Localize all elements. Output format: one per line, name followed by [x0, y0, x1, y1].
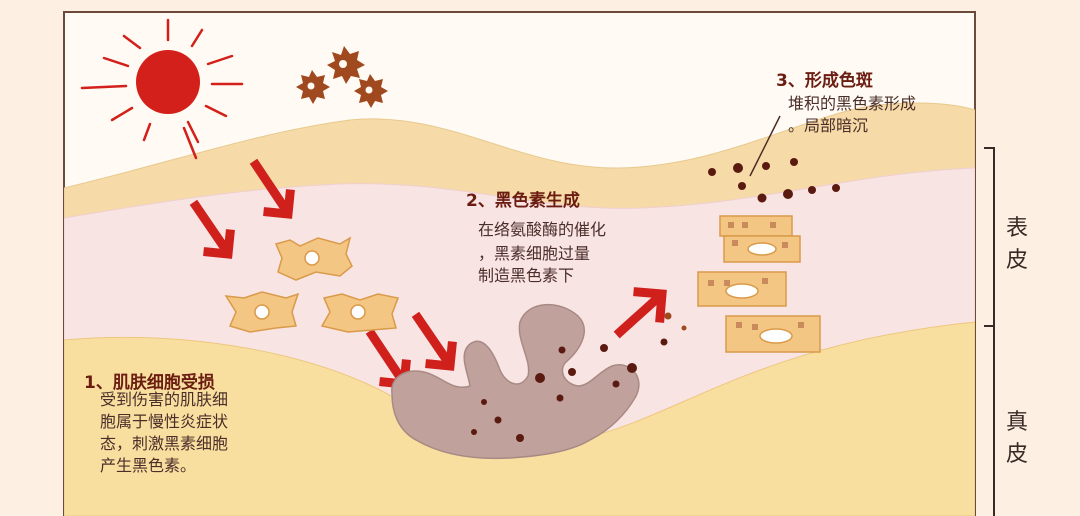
sun-icon — [80, 18, 244, 160]
melanin-dot-icon — [471, 158, 840, 442]
step-2-title: 2、黑色素生成 — [466, 191, 580, 211]
step-2-line-2: ，黑素细胞过量 — [478, 244, 591, 263]
step-1-line-3: 态，刺激黑素细胞 — [100, 434, 229, 453]
step-1-title: 1、肌肤细胞受损 — [84, 373, 215, 393]
step-1-line-1: 受到伤害的肌肤细 — [100, 390, 229, 409]
callout-line — [749, 115, 781, 177]
step-1-line-2: 胞属于慢性炎症状 — [100, 412, 229, 431]
epidermis-label-char-2: 皮 — [1005, 248, 1028, 273]
dermis-label-char-2: 皮 — [1005, 442, 1028, 467]
bracket-icon — [984, 147, 995, 516]
uv-particle-icon — [296, 46, 388, 108]
step-3-line-2: 。局部暗沉 — [788, 116, 869, 135]
step-2-line-3: 制造黑色素下 — [478, 266, 575, 285]
step-1-line-4: 产生黑色素。 — [100, 456, 197, 475]
step-3-title: 3、形成色斑 — [776, 71, 873, 91]
skin-cell-icon — [224, 236, 400, 333]
melanocyte-icon — [391, 303, 640, 460]
step-3-line-1: 堆积的黑色素形成 — [788, 94, 917, 113]
dermis-label-char-1: 真 — [1005, 410, 1028, 435]
pigmented-cell-stack — [697, 215, 821, 353]
epidermis-label-char-1: 表 — [1005, 216, 1028, 241]
red-arrow-icon — [189, 158, 667, 389]
step-2-line-1: 在络氨酸酶的催化 — [478, 220, 607, 239]
